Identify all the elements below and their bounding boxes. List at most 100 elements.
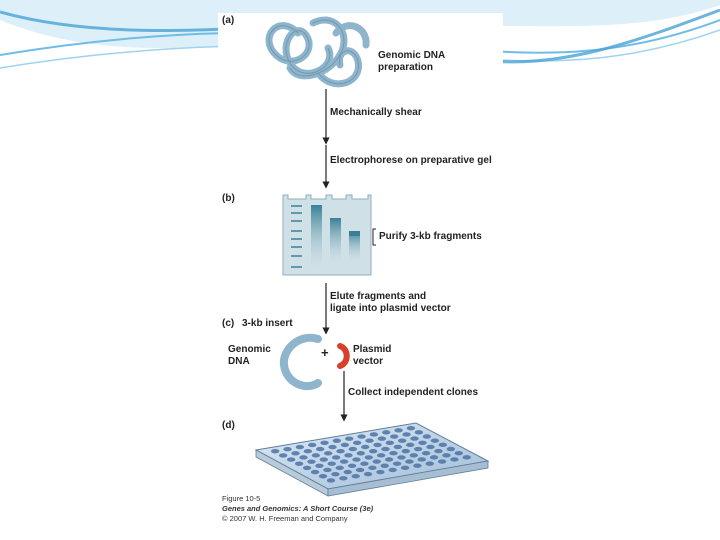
- plate-well: [422, 434, 432, 439]
- plate-well: [343, 469, 352, 475]
- copyright: © 2007 W. H. Freeman and Company: [222, 514, 348, 523]
- genomic-dna-prep-label-2: preparation: [378, 62, 434, 73]
- multiwell-plate-icon: [254, 422, 490, 497]
- plate-well: [310, 469, 320, 475]
- plate-well: [368, 465, 377, 471]
- plate-well: [430, 438, 440, 443]
- plate-well: [364, 455, 373, 460]
- plate-well: [385, 440, 395, 446]
- plate-well: [421, 451, 431, 456]
- plate-well: [360, 461, 369, 466]
- purify-bracket: [372, 228, 376, 246]
- plate-well: [372, 459, 381, 464]
- plate-well: [315, 463, 324, 469]
- plate-well: [348, 446, 358, 452]
- plate-well: [347, 463, 357, 468]
- purify-step-label: Purify 3-kb fragments: [379, 231, 482, 242]
- plate-well: [295, 444, 305, 450]
- plate-well: [286, 457, 296, 462]
- plate-well: [382, 430, 391, 435]
- plate-well: [319, 457, 328, 462]
- plate-well: [357, 434, 366, 439]
- plate-well: [331, 455, 341, 460]
- plate-well: [339, 459, 349, 464]
- plate-well: [417, 457, 426, 462]
- plate-well: [454, 450, 463, 456]
- plate-well: [406, 425, 416, 431]
- panel-label-c: (c): [222, 318, 235, 329]
- plate-well: [315, 446, 325, 452]
- plate-well: [303, 449, 313, 454]
- plate-well: [318, 474, 328, 479]
- genomic-dna-label-1: Genomic: [228, 344, 271, 355]
- plate-well: [438, 442, 448, 448]
- plate-well: [400, 465, 410, 471]
- plate-well: [390, 434, 399, 439]
- plate-well: [278, 453, 288, 458]
- plate-well: [410, 436, 419, 441]
- plate-well: [450, 457, 459, 462]
- figure-10-5: (a) (b) (c) (d) Genomic DNA preparation …: [218, 13, 503, 527]
- panel-label-b: (b): [222, 193, 235, 204]
- plate-well: [368, 448, 378, 454]
- elute-step-label-1: Elute fragments and: [330, 291, 427, 302]
- book-title: Genes and Genomics: A Short Course (3e): [222, 504, 374, 513]
- genomic-dna-prep-label-1: Genomic DNA: [378, 50, 446, 61]
- plate-well: [283, 446, 292, 452]
- panel-label-d: (d): [222, 420, 235, 431]
- plate-well: [320, 440, 329, 446]
- collect-step-label: Collect independent clones: [348, 387, 479, 398]
- plate-well: [429, 455, 439, 460]
- plate-well: [414, 430, 424, 435]
- plate-well: [425, 461, 434, 466]
- plate-well: [336, 448, 345, 454]
- plate-well: [311, 453, 321, 458]
- figure-artwork: [254, 16, 490, 497]
- plate-well: [363, 471, 373, 477]
- plate-well: [307, 459, 316, 464]
- plate-well: [352, 440, 362, 446]
- plate-well: [360, 444, 370, 450]
- plate-well: [291, 451, 300, 456]
- plus-sign: +: [321, 345, 329, 360]
- plate-well: [335, 465, 344, 471]
- plate-well: [376, 453, 386, 458]
- plate-well: [446, 446, 455, 452]
- plate-well: [328, 444, 337, 450]
- plate-well: [413, 463, 422, 468]
- plate-well: [369, 432, 379, 437]
- plate-well: [365, 438, 374, 443]
- plate-well: [308, 442, 317, 448]
- plate-well: [413, 446, 423, 452]
- plate-well: [355, 467, 365, 473]
- genomic-dna-label-2: DNA: [228, 356, 250, 367]
- plate-well: [373, 442, 382, 448]
- plate-well: [384, 457, 394, 462]
- plate-well: [397, 455, 406, 460]
- plate-well: [380, 463, 389, 468]
- plate-well: [351, 474, 360, 479]
- plate-well: [345, 436, 354, 441]
- insert-label: 3-kb insert: [242, 318, 293, 329]
- plate-well: [377, 436, 387, 441]
- plate-well: [392, 461, 402, 466]
- plasmid-vector-icon: [337, 343, 350, 369]
- plate-well: [409, 453, 418, 458]
- plate-well: [376, 469, 385, 475]
- plate-well: [462, 455, 471, 460]
- plate-well: [339, 476, 348, 481]
- plate-well: [393, 444, 403, 450]
- plate-well: [302, 465, 312, 471]
- plate-well: [442, 453, 451, 458]
- plate-well: [405, 442, 415, 448]
- plate-well: [299, 455, 308, 460]
- panel-label-a: (a): [222, 15, 235, 26]
- plate-well: [270, 449, 280, 454]
- plate-well: [437, 459, 447, 464]
- plate-well: [326, 478, 336, 483]
- plate-well: [381, 446, 390, 452]
- genomic-dna-insert-icon: [279, 333, 322, 391]
- plate-well: [389, 451, 398, 456]
- shear-step-label: Mechanically shear: [330, 107, 422, 118]
- plate-well: [418, 440, 427, 445]
